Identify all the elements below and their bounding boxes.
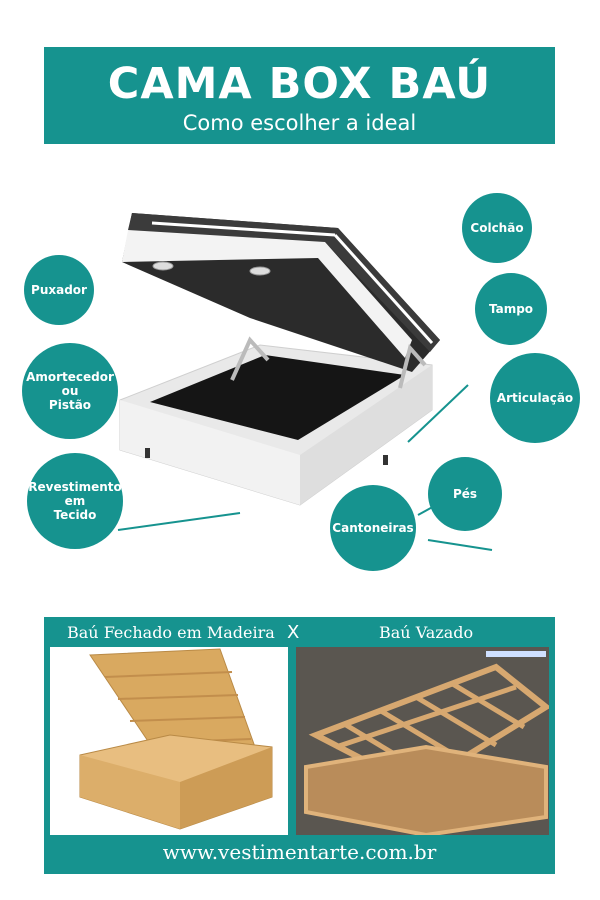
comparison-panel: Baú Fechado em Madeira X Baú Vazado — [44, 617, 555, 874]
label-tampo: Tampo — [475, 273, 547, 345]
box-interior — [150, 355, 405, 440]
box-side — [300, 365, 432, 505]
right-title: Baú Vazado — [379, 623, 474, 642]
slatted-base — [304, 744, 548, 835]
label-revestimento: Revestimento em Tecido — [27, 453, 123, 549]
leader-articulacao — [427, 539, 493, 551]
leader-colchao — [407, 384, 469, 443]
closed-wood-photo — [50, 647, 288, 835]
label-puxador: Puxador — [24, 255, 94, 325]
mattress-border — [122, 230, 412, 358]
left-title: Baú Fechado em Madeira — [67, 623, 275, 642]
page-title: CAMA BOX BAÚ — [107, 59, 492, 109]
bed-diagram: Colchão Tampo Articulação Pés Cantoneira… — [0, 160, 600, 679]
slatted-wood-photo — [296, 647, 549, 835]
label-articulacao: Articulação — [490, 353, 580, 443]
page-subtitle: Como escolher a ideal — [182, 111, 417, 135]
leader-amortecedor — [117, 512, 241, 531]
label-amortecedor: Amortecedor ou Pistão — [22, 343, 118, 439]
foot-left — [145, 448, 150, 458]
title-banner: CAMA BOX BAÚ Como escolher a ideal — [44, 47, 555, 144]
versus-separator: X — [287, 622, 300, 643]
handle-left — [152, 261, 174, 271]
foot-right — [383, 455, 388, 465]
box-front — [120, 400, 300, 505]
handle-right — [249, 266, 271, 276]
bed-illustration — [113, 213, 493, 679]
label-colchao: Colchão — [462, 193, 532, 263]
website-url[interactable]: www.vestimentarte.com.br — [162, 840, 437, 864]
pistons — [230, 336, 427, 389]
label-pes: Pés — [428, 457, 502, 531]
label-cantoneiras: Cantoneiras — [330, 485, 416, 571]
